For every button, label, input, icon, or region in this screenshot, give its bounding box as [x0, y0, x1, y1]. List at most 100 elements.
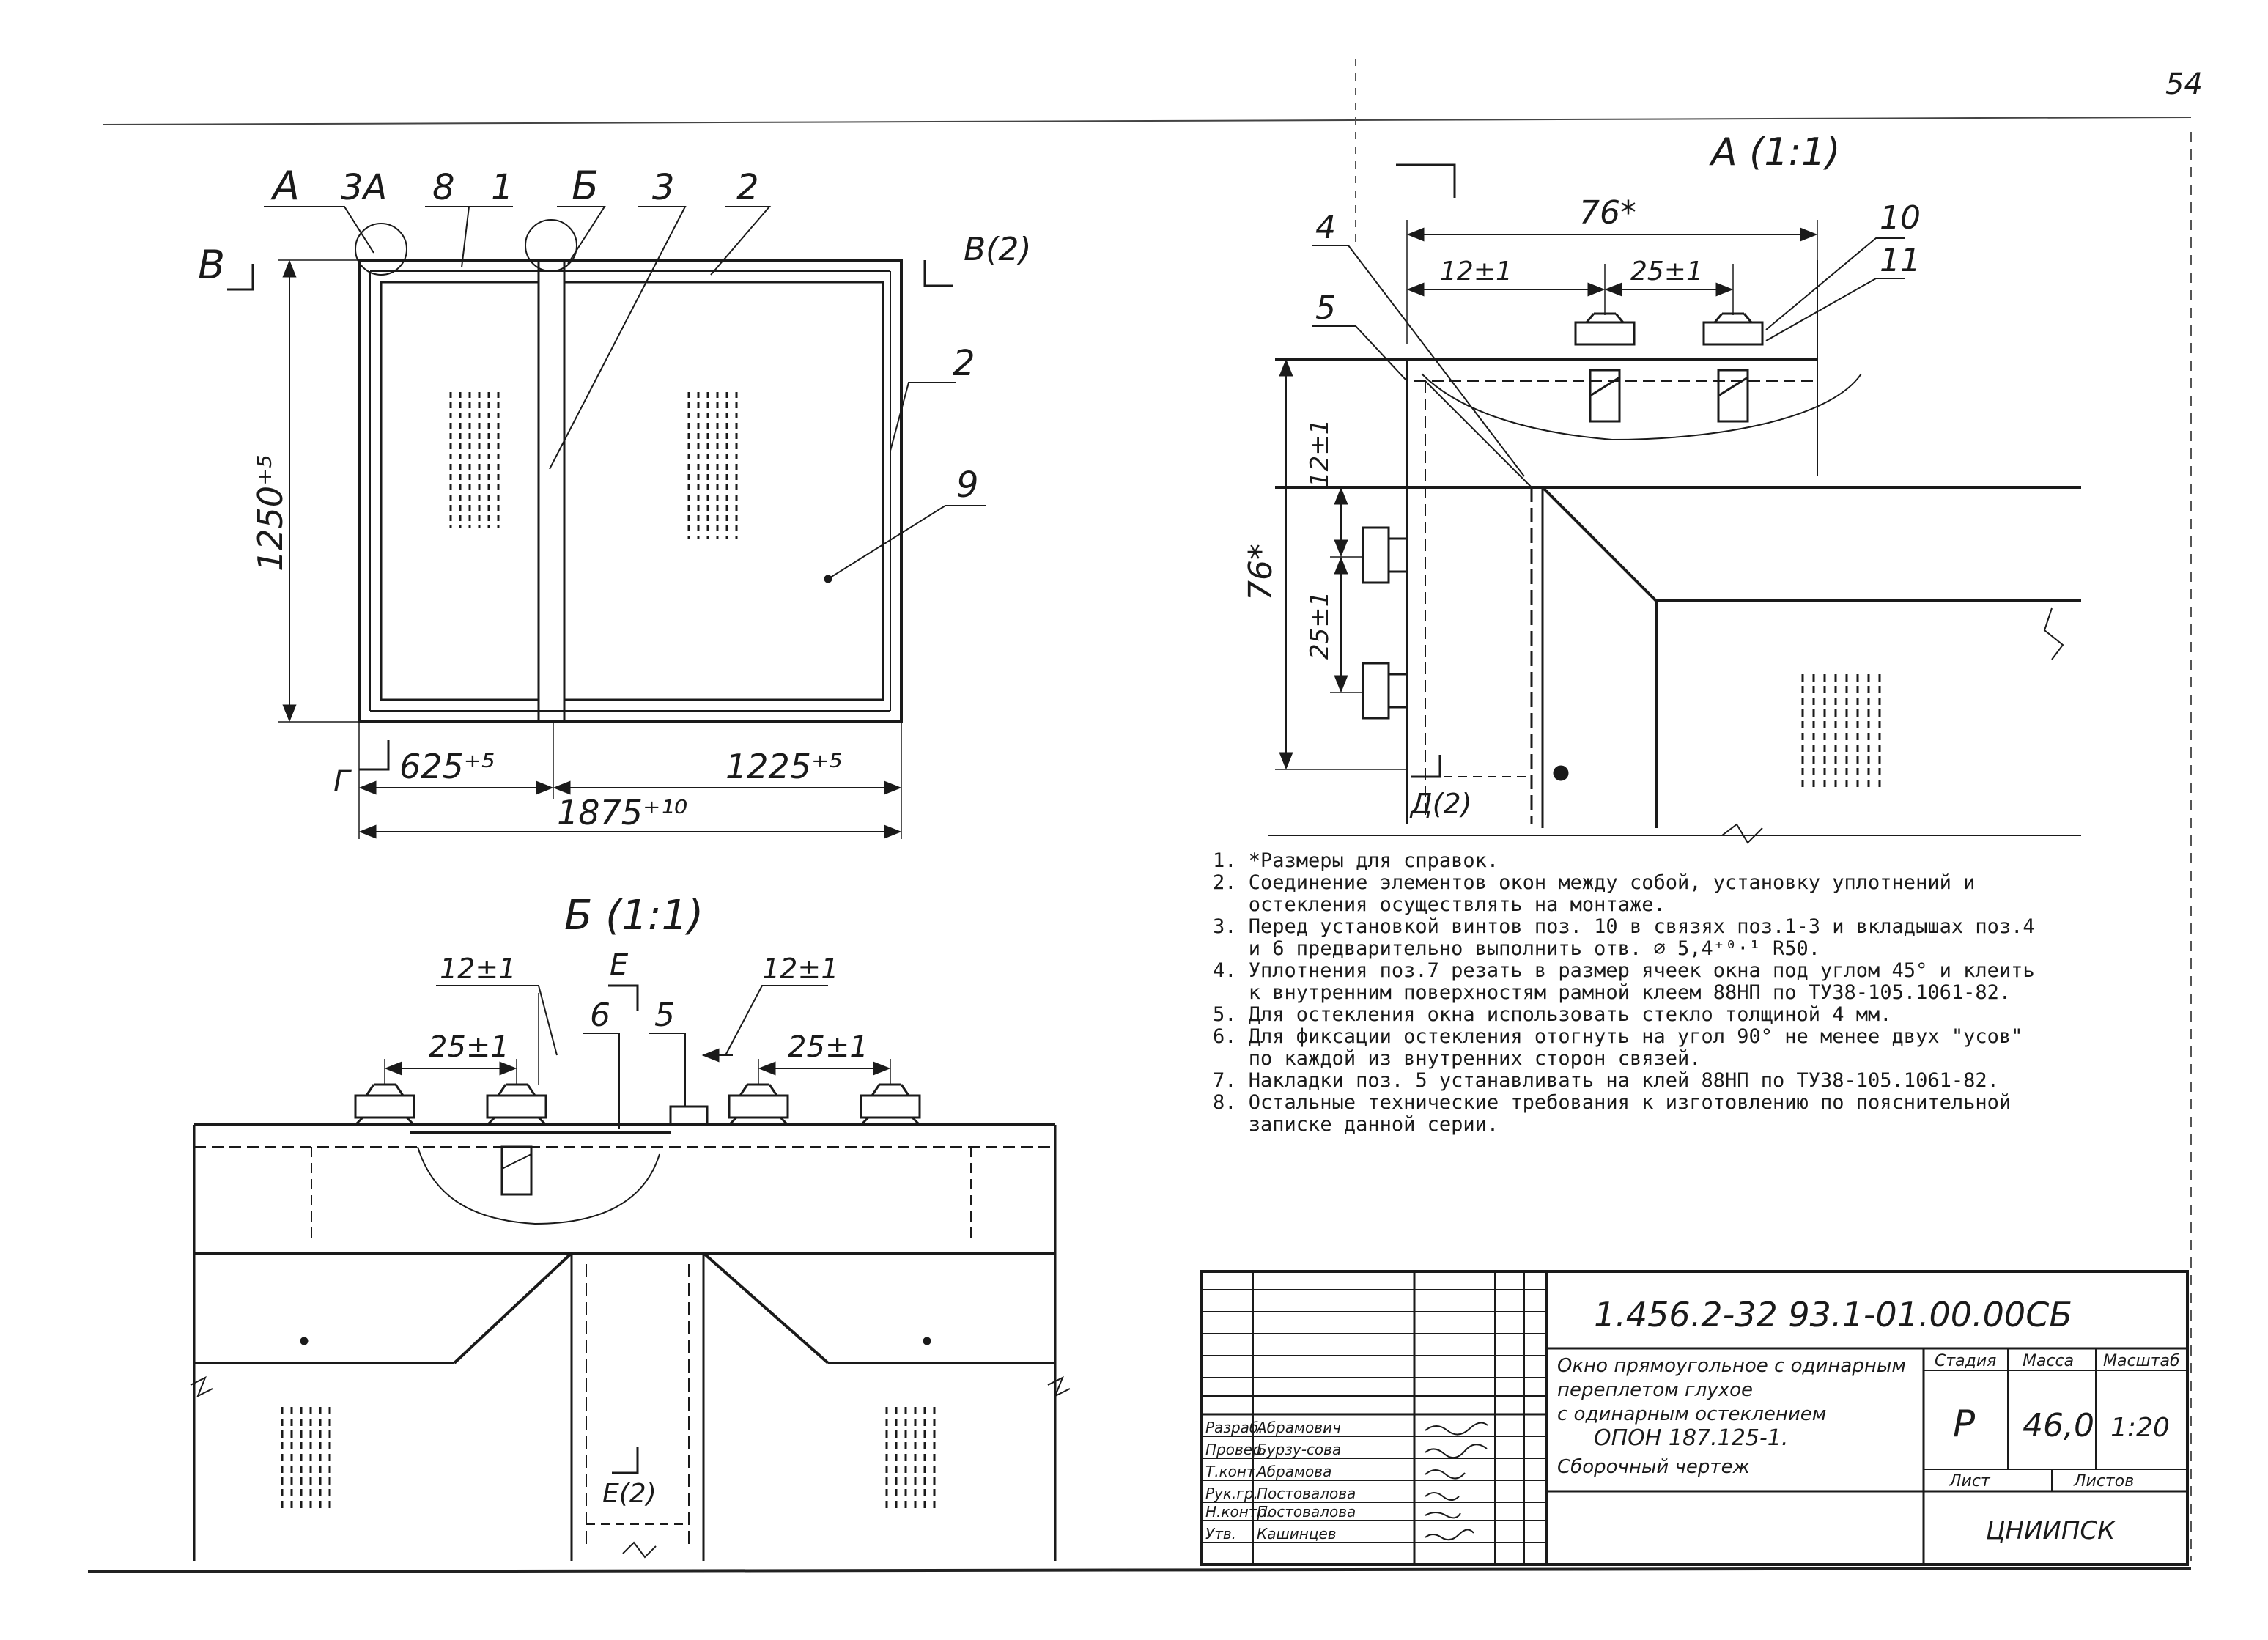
overlay-plate — [669, 1105, 709, 1126]
dim-a-side-offset-text: 12±1 — [1305, 419, 1334, 487]
col-header-scale: Масштаб — [2103, 1352, 2180, 1370]
dim-b-right-pitch-text: 25±1 — [788, 1030, 868, 1064]
label-section-d2: Д(2) — [1409, 788, 1472, 820]
frame-top-line — [102, 117, 2192, 125]
leader-4 — [1312, 245, 1525, 477]
leader-3 — [549, 206, 687, 470]
bolt-top-1 — [1574, 312, 1636, 423]
glass-hatch-left — [449, 392, 500, 528]
window-frame-inner-right — [563, 281, 884, 701]
label-callout-6: 6 — [590, 997, 610, 1034]
label-callout-1: 1 — [491, 167, 514, 208]
detail-a-text: А (1:1) 4 5 10 11 Д(2) 76* 12±1 25±1 76*… — [1242, 130, 1921, 820]
bolt-b-3 — [726, 1083, 791, 1126]
label-callout-10: 10 — [1880, 199, 1921, 237]
section-mark-g-top — [1396, 163, 1456, 198]
window-frame-outer — [358, 259, 903, 723]
note-line: 7. Накладки поз. 5 устанавливать на клей… — [1213, 1069, 1999, 1092]
glass-hatch-detail-a — [1801, 674, 1881, 788]
label-section-e: Е — [610, 948, 629, 982]
scale-value: 1:20 — [2110, 1413, 2170, 1443]
bolt-side-2 — [1362, 662, 1408, 720]
title-block — [1200, 1270, 2189, 1566]
dim-height-text: 1250⁺⁵ — [251, 454, 290, 572]
bolt-b-4 — [858, 1083, 923, 1126]
break-mark-bottom — [1721, 823, 1763, 844]
organization: ЦНИИПСК — [1986, 1516, 2116, 1545]
note-line: к внутренним поверхностям рамной клеем 8… — [1213, 981, 2012, 1004]
label-callout-2-right: 2 — [953, 343, 975, 384]
section-mark-v-right — [923, 260, 953, 287]
glass-hatch-b-left — [281, 1407, 331, 1510]
section-mark-v-left — [227, 264, 254, 291]
detail-a-title: А (1:1) — [1709, 130, 1840, 174]
mitre-line — [1541, 486, 1658, 602]
label-callout-4: 4 — [1315, 209, 1336, 246]
label-detail-3a: 3А — [341, 167, 387, 208]
dim-a-top-overall-text: 76* — [1579, 194, 1636, 232]
main-view-text: A 3А 8 1 Б 3 2 2 9 В В(2) Г 1250⁺⁵ 625⁺⁵… — [198, 163, 1032, 832]
name-2: Абрамова — [1255, 1463, 1331, 1480]
leader-a — [264, 206, 374, 254]
detail-b-title: Б (1:1) — [564, 892, 703, 939]
section-mark-g — [359, 740, 390, 771]
dim-b-left-offset-leader — [436, 985, 558, 1056]
dim-b-left-offset-text: 12±1 — [440, 953, 516, 985]
leader-10 — [1765, 237, 1905, 330]
page-number: 54 — [2165, 67, 2203, 101]
dim-a-top-pitch-text: 25±1 — [1630, 256, 1703, 287]
dim-width-left-text: 625⁺⁵ — [399, 747, 495, 786]
dim-a-top-offset-text: 12±1 — [1440, 256, 1512, 287]
leader-5-b — [649, 1033, 686, 1107]
title-block-text: 1.456.2-32 93.1-01.00.00СБ Окно прямоуго… — [1205, 1295, 2180, 1545]
role-5: Утв. — [1205, 1525, 1236, 1543]
label-section-e2: Е(2) — [602, 1479, 657, 1509]
note-line: 3. Перед установкой винтов поз. 10 в свя… — [1213, 915, 2035, 938]
description-line-1: Окно прямоугольное с одинарным — [1557, 1355, 1906, 1377]
note-line: по каждой из внутренних сторон связей. — [1213, 1047, 1702, 1070]
dim-a-side-overall-text: 76* — [1242, 544, 1279, 601]
note-line: остекления осуществлять на монтаже. — [1213, 893, 1666, 916]
window-frame-inner-left — [380, 281, 540, 701]
leader-6 — [583, 1033, 620, 1129]
break-mark-right — [2043, 607, 2064, 660]
leader-5 — [1312, 325, 1408, 382]
label-callout-9: 9 — [956, 465, 979, 506]
note-line: и 6 предварительно выполнить отв. ⌀ 5,4⁺… — [1213, 937, 1821, 960]
name-0: Абрамович — [1255, 1419, 1341, 1436]
main-view — [227, 206, 986, 839]
note-line: 6. Для фиксации остекления отогнуть на у… — [1213, 1025, 2023, 1048]
leader-11 — [1765, 278, 1905, 341]
leader-2-top — [710, 206, 772, 276]
description-line-2: переплетом глухое — [1557, 1379, 1753, 1401]
bolt-side-1 — [1362, 526, 1408, 584]
role-4: Н.контр. — [1205, 1503, 1271, 1521]
label-section-v2: В(2) — [964, 231, 1032, 268]
section-mark-e2 — [612, 1447, 639, 1474]
sheets-label: Листов — [2073, 1472, 2134, 1491]
label-section-a: A — [270, 163, 300, 209]
dim-a-side-pitch-text: 25±1 — [1305, 591, 1334, 660]
name-5: Кашинцев — [1257, 1525, 1337, 1543]
label-callout-11: 11 — [1880, 242, 1921, 279]
label-callout-3: 3 — [652, 167, 675, 208]
label-callout-5-a: 5 — [1315, 289, 1336, 327]
leader-b — [557, 206, 606, 265]
glass-hatch-right — [687, 392, 738, 539]
designation: 1.456.2-32 93.1-01.00.00СБ — [1594, 1295, 2072, 1334]
signature-marks — [1425, 1422, 1488, 1541]
label-callout-5-b: 5 — [654, 997, 675, 1034]
description-line-5: Сборочный чертеж — [1557, 1456, 1751, 1478]
leader-8 — [425, 206, 470, 268]
detail-circle-a — [355, 223, 407, 276]
mass-value: 46,0 — [2023, 1407, 2094, 1444]
role-2: Т.конт. — [1205, 1463, 1260, 1480]
bolt-b-2 — [484, 1083, 549, 1126]
section-mark-e — [608, 984, 639, 1011]
dim-b-right-offset-text: 12±1 — [762, 953, 838, 985]
name-4: Постовалова — [1257, 1503, 1356, 1521]
note-line: 2. Соединение элементов окон между собой… — [1213, 871, 1976, 894]
detail-b — [190, 984, 1071, 1561]
dim-b-left-pitch-text: 25±1 — [429, 1030, 509, 1064]
